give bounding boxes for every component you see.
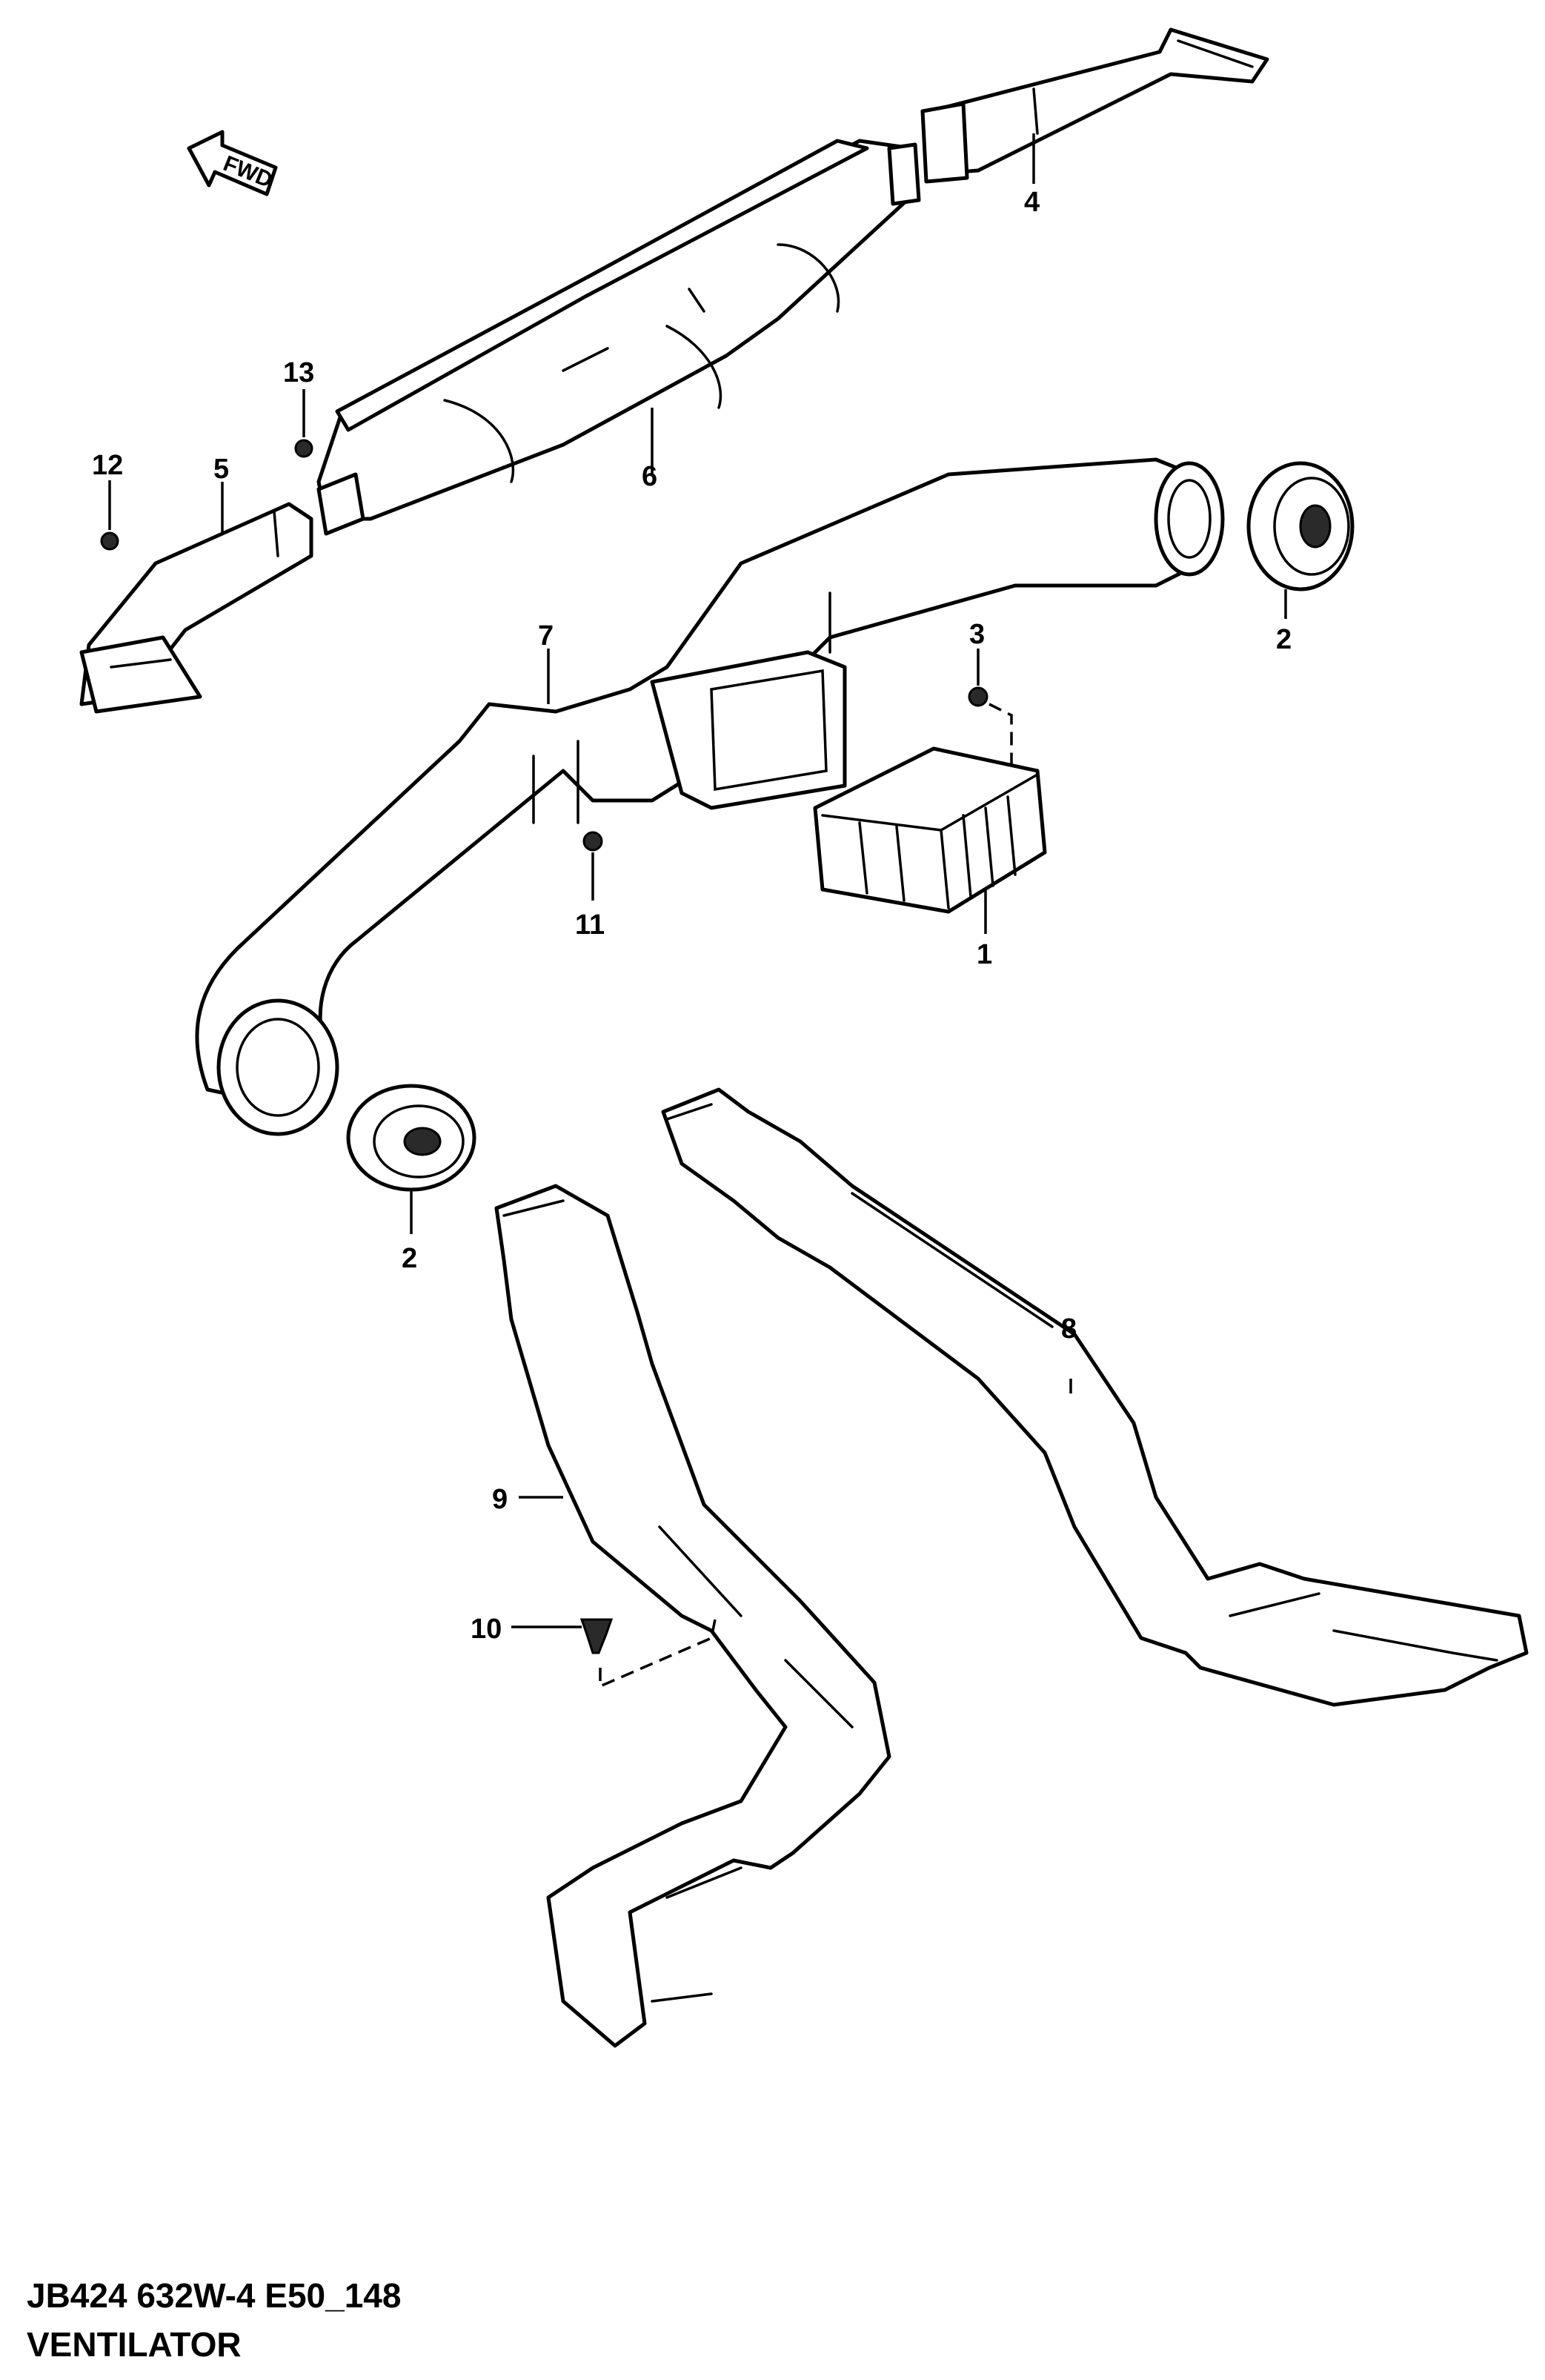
callout-5: 5 [213,454,229,485]
part-12-screw [100,480,119,551]
diagram-title: VENTILATOR [27,2325,242,2364]
diagram-code: JB424 632W-4 E50_148 [27,2276,402,2315]
callout-7: 7 [538,620,554,652]
callout-8: 8 [1061,1313,1077,1345]
part-1-center-louver [813,746,1047,934]
callout-9: 9 [492,1484,508,1515]
callout-1: 1 [977,939,992,970]
part-13-screw [294,389,313,458]
part-5-side-duct [79,482,313,714]
part-7-main-duct [195,457,1225,1136]
callout-6: 6 [642,461,657,492]
part-2-louver-right [1246,461,1355,619]
callout-4: 4 [1024,187,1040,218]
callout-13: 13 [283,357,314,388]
part-6-upper-duct [316,139,921,536]
fwd-arrow: FWD [187,130,278,196]
part-11-screw [582,831,603,901]
part-9-floor-duct [494,1184,891,2048]
callout-2-right: 2 [1276,624,1292,655]
callout-3: 3 [969,619,985,650]
part-4-side-duct [920,27,1269,184]
callout-11: 11 [575,909,605,941]
part-8-floor-duct [661,1087,1529,1707]
part-2-louver-left [346,1084,476,1234]
callout-10: 10 [471,1614,502,1645]
callout-2-left: 2 [402,1243,417,1274]
part-3-screw [968,649,1013,767]
part-10-clip [511,1618,717,1688]
callout-12: 12 [92,450,123,481]
